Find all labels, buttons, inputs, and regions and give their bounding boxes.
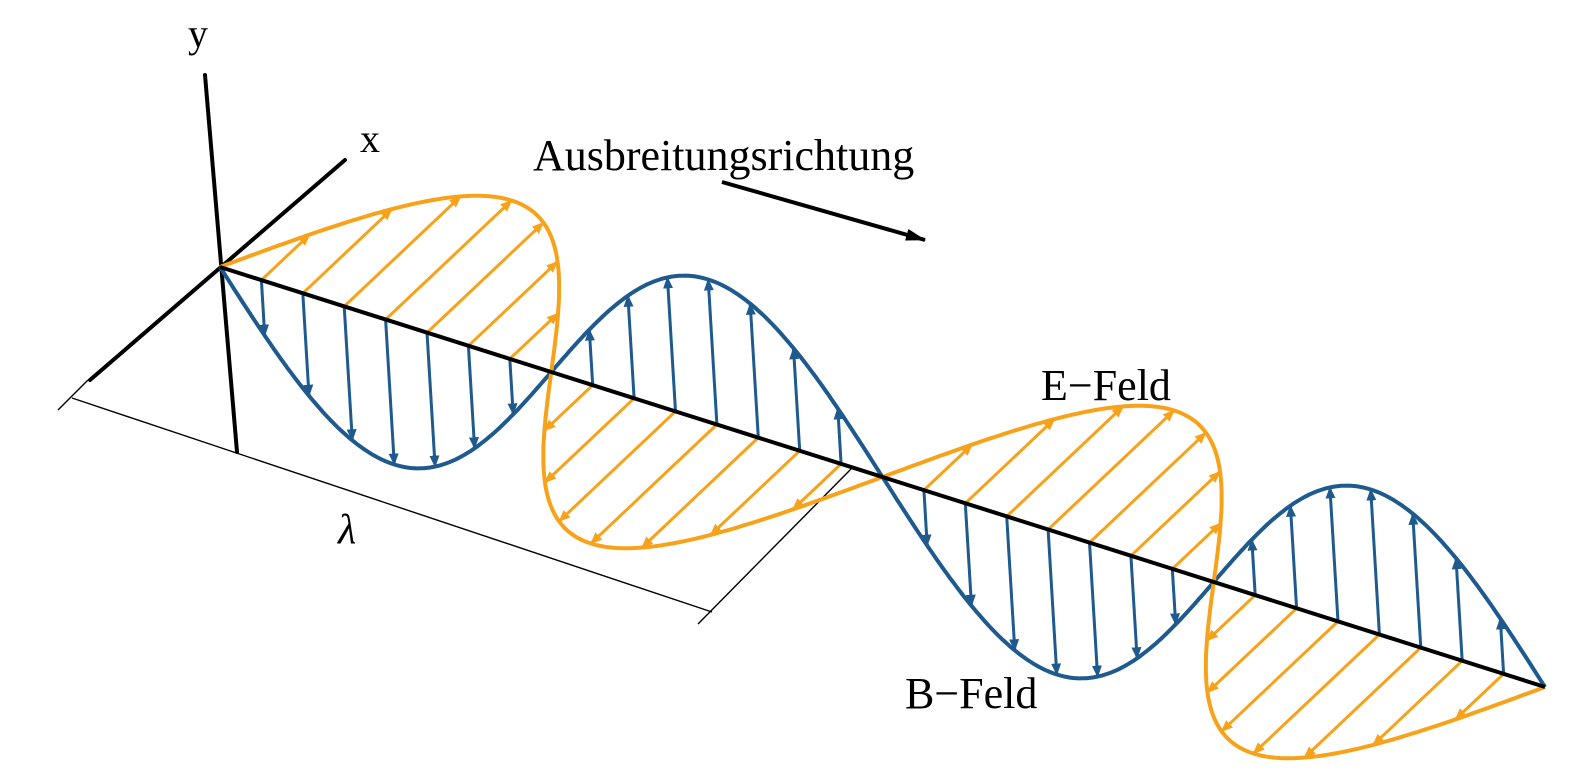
b-field-vector [1046, 529, 1062, 676]
b-field-vector [921, 490, 932, 547]
e-field-vector [589, 423, 718, 545]
b-field-vector [963, 503, 976, 607]
wavelength-bracket [57, 379, 853, 625]
b-field-vector [1408, 512, 1423, 648]
e-field-vector [301, 208, 393, 295]
e-field-vector [1047, 409, 1176, 531]
b-field-vector [384, 319, 399, 466]
e-field-vector [1454, 672, 1505, 721]
e-field-vector [343, 195, 462, 308]
e-field-vector [467, 260, 559, 347]
b-field-vector [1325, 486, 1340, 622]
b-field-vector [1005, 516, 1020, 652]
coordinate-axes [88, 73, 347, 454]
e-field-vector [543, 397, 636, 484]
x-axis-label: x [360, 116, 380, 161]
y-axis-line [203, 73, 239, 454]
e-field-vector [640, 436, 760, 549]
e-field-vector [1206, 607, 1298, 694]
e-field-vector [384, 199, 513, 321]
e-field-vector [558, 410, 677, 523]
e-field-vector [1252, 633, 1381, 755]
b-field-vector [1088, 542, 1102, 678]
e-field-vector [1372, 659, 1464, 746]
b-field-vector [1451, 557, 1464, 661]
b-field-vector [833, 407, 844, 464]
e-field-vector [1005, 405, 1125, 518]
e-field-vector [260, 233, 311, 282]
propagation-axis [219, 265, 1546, 689]
e-field-vector [1129, 470, 1222, 557]
b-field-vector [623, 294, 636, 399]
e-field-vector [922, 443, 974, 492]
e-field-vector [964, 418, 1056, 505]
e-field-vector [1205, 594, 1257, 642]
e-field-label: E−Feld [1041, 361, 1171, 410]
b-field-vector [1495, 617, 1506, 674]
x-axis-line [88, 158, 347, 382]
e-field-vector [709, 449, 801, 536]
b-field-vector [1247, 538, 1258, 596]
b-field-vector [789, 347, 802, 451]
b-field-vector [584, 328, 595, 386]
b-field-vector [745, 302, 760, 438]
b-field-arrows [259, 276, 1506, 678]
b-field-vector [259, 280, 270, 337]
wavelength-label: λ [336, 507, 356, 553]
y-axis-label: y [188, 11, 208, 56]
b-field-vector [1170, 568, 1181, 626]
e-field-vector [1088, 431, 1207, 544]
b-field-vector [1129, 555, 1142, 660]
b-field-vector [1366, 488, 1381, 635]
e-field-arrows [260, 195, 1505, 759]
e-field-vector [543, 384, 594, 432]
e-field-vector [508, 312, 560, 360]
b-field-label: B−Feld [905, 669, 1037, 718]
e-field-vector [425, 221, 545, 334]
b-field-vector [703, 278, 719, 425]
e-field-vector [791, 462, 843, 511]
direction-label: Ausbreitungsrichtung [533, 131, 914, 180]
b-field-vector [342, 306, 357, 442]
arrow-right-down-icon [721, 180, 926, 242]
b-field-vector [1286, 504, 1299, 609]
b-field-vector [466, 345, 479, 450]
e-field-vector [1171, 522, 1222, 570]
b-field-vector [425, 332, 440, 468]
b-field-vector [663, 276, 677, 412]
e-field-vector [1220, 620, 1340, 733]
b-field-vector [301, 293, 314, 397]
e-field-vector [1303, 646, 1422, 759]
b-field-vector [507, 358, 518, 416]
